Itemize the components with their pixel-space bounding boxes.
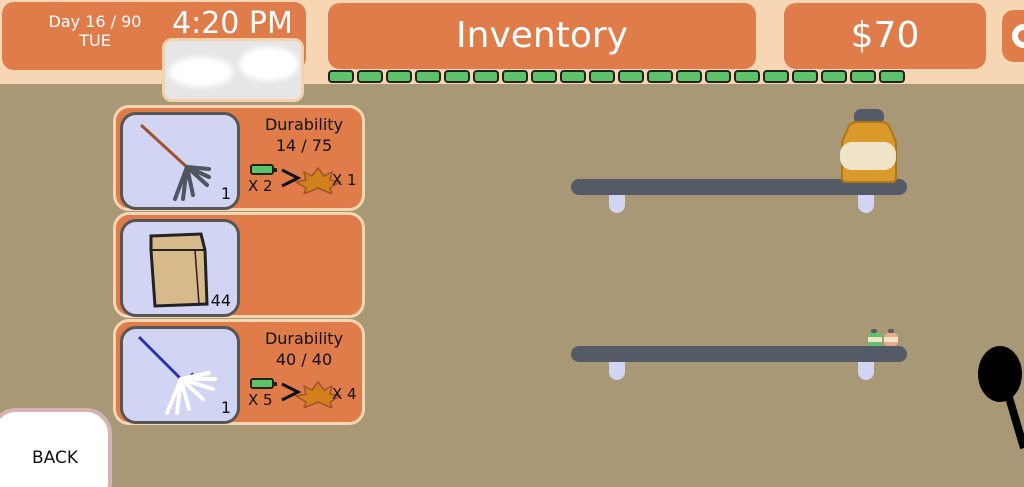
energy-cell (705, 70, 731, 83)
item-slot[interactable]: 44 (120, 219, 240, 317)
back-button[interactable]: BACK (0, 408, 112, 487)
arrow-icon (281, 382, 302, 402)
energy-cell (357, 70, 383, 83)
gear-icon (1012, 24, 1024, 48)
durability-info: Durability 40 / 40 (244, 328, 364, 370)
shelf-leg (609, 362, 625, 380)
energy-cell (589, 70, 615, 83)
energy-cell (502, 70, 528, 83)
weather-window (162, 38, 304, 102)
weekday: TUE (79, 31, 111, 50)
recipe-leaves: X 4 (332, 385, 357, 403)
durability-info: Durability 14 / 75 (244, 114, 364, 156)
money-amount: $70 (850, 15, 920, 56)
durability-label: Durability (264, 329, 344, 348)
settings-button[interactable] (1002, 10, 1024, 62)
energy-cell (328, 70, 354, 83)
item-count: 44 (210, 291, 231, 310)
energy-cell (560, 70, 586, 83)
item-slot[interactable]: 1 (120, 112, 240, 210)
energy-cell (473, 70, 499, 83)
money-panel: $70 (784, 3, 986, 69)
energy-cell (850, 70, 876, 83)
item-slot[interactable]: 1 (120, 326, 240, 424)
recipe-energy: X 2 (248, 177, 273, 195)
durability-value: 40 / 40 (275, 350, 333, 369)
shelf-leg (858, 195, 874, 213)
big-bottle-item[interactable] (836, 106, 902, 184)
energy-cell (821, 70, 847, 83)
clock: 4:20 PM (172, 6, 293, 41)
paper-bag-icon (149, 232, 209, 308)
energy-cell (879, 70, 905, 83)
energy-cell (763, 70, 789, 83)
energy-cell (531, 70, 557, 83)
recipe-leaves: X 1 (332, 171, 357, 189)
energy-cell (444, 70, 470, 83)
leaf-icon (293, 166, 343, 194)
day-counter: Day 16 / 90 (48, 12, 142, 31)
energy-cell (676, 70, 702, 83)
energy-cell (734, 70, 760, 83)
durability-label: Durability (264, 115, 344, 134)
energy-cell (647, 70, 673, 83)
arrow-icon (281, 168, 302, 188)
black-shovel-item[interactable] (976, 344, 1024, 454)
inventory-item-paper-bag[interactable]: 44 (113, 212, 365, 318)
battery-icon (250, 164, 277, 175)
item-count: 1 (220, 184, 231, 203)
cloud-icon (239, 47, 299, 81)
shelf-top (571, 179, 907, 195)
energy-cell (792, 70, 818, 83)
rake-icon (139, 123, 211, 201)
shelf-leg (609, 195, 625, 213)
leaf-icon (293, 380, 343, 408)
recipe-arrow-leaf (281, 166, 343, 194)
energy-cell (386, 70, 412, 83)
cloud-icon (169, 57, 233, 87)
inventory-item-rake[interactable]: 1 Durability 14 / 75 X 2 X 1 (113, 105, 365, 211)
recipe-arrow-leaf (281, 380, 343, 408)
energy-cell (415, 70, 441, 83)
item-count: 1 (220, 398, 231, 417)
battery-icon (250, 378, 277, 389)
small-bottles-item[interactable] (866, 328, 902, 348)
inventory-item-leaf-rake[interactable]: 1 Durability 40 / 40 X 5 X 4 (113, 319, 365, 425)
energy-bar (328, 70, 905, 84)
energy-cell (618, 70, 644, 83)
shelf-bottom (571, 346, 907, 362)
blue-rake-icon (137, 335, 217, 415)
day-info: Day 16 / 90 TUE (42, 12, 148, 50)
recipe-energy: X 5 (248, 391, 273, 409)
title-panel: Inventory (328, 3, 756, 69)
back-label: BACK (32, 448, 79, 468)
durability-value: 14 / 75 (275, 136, 333, 155)
page-title: Inventory (456, 15, 628, 56)
shelf-leg (858, 362, 874, 380)
